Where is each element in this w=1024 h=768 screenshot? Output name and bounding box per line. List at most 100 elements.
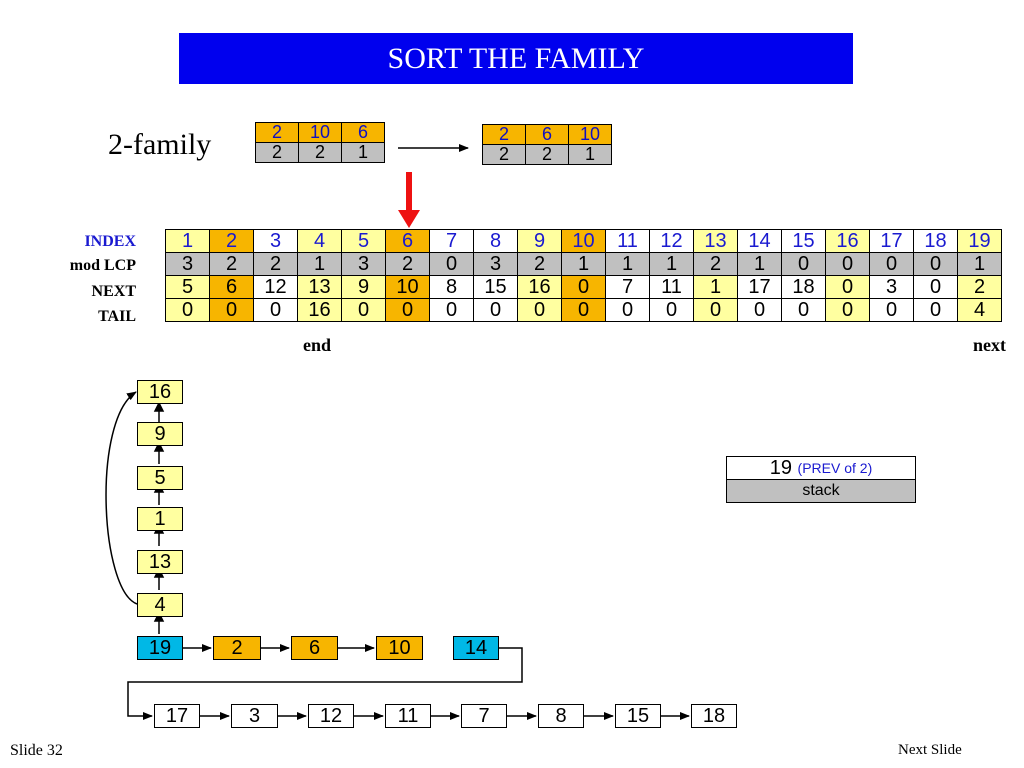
tail-cell: 0 [693, 298, 738, 322]
next-cell: 11 [649, 275, 694, 299]
next-cell: 3 [869, 275, 914, 299]
tail-cell: 4 [957, 298, 1002, 322]
index-cell: 19 [957, 229, 1002, 253]
tail-cell: 0 [825, 298, 870, 322]
index-cell: 6 [385, 229, 430, 253]
next-slide-link[interactable]: Next Slide [898, 742, 962, 758]
stack-note: (PREV of 2) [797, 460, 873, 476]
family-before-bottom-cell: 2 [298, 142, 342, 163]
chain-node: 16 [137, 380, 183, 404]
red-down-arrow-icon [398, 172, 420, 228]
lcp-cell: 2 [385, 252, 430, 276]
next-cell: 0 [561, 275, 606, 299]
chain-row1-node: 19 [137, 636, 183, 660]
row-label-next: NEXT [91, 283, 136, 300]
index-cell: 5 [341, 229, 386, 253]
row-label-lcp: mod LCP [69, 257, 136, 274]
chain-node: 13 [137, 550, 183, 574]
tail-cell: 0 [165, 298, 210, 322]
next-cell: 1 [693, 275, 738, 299]
slide-number: Slide 32 [10, 742, 63, 759]
stack-box: 19 (PREV of 2) stack [726, 456, 916, 503]
lcp-cell: 1 [605, 252, 650, 276]
tail-cell: 0 [341, 298, 386, 322]
chain-node: 9 [137, 422, 183, 446]
chain-row1-node: 2 [213, 636, 261, 660]
stack-value: 19 [769, 457, 792, 479]
lcp-cell: 1 [297, 252, 342, 276]
tail-cell: 0 [781, 298, 826, 322]
index-cell: 18 [913, 229, 958, 253]
next-cell: 16 [517, 275, 562, 299]
tail-cell: 0 [913, 298, 958, 322]
next-cell: 8 [429, 275, 474, 299]
family-after-top-cell: 10 [568, 124, 612, 145]
tail-row: 0 0 0 16 0 0 0 0 0 0 0 0 0 0 0 0 0 0 4 [165, 298, 1002, 322]
next-label: next [973, 335, 1006, 355]
next-cell: 5 [165, 275, 210, 299]
index-cell: 17 [869, 229, 914, 253]
row-label-tail: TAIL [98, 308, 136, 325]
next-cell: 15 [473, 275, 518, 299]
tail-cell: 0 [253, 298, 298, 322]
tail-cell: 0 [473, 298, 518, 322]
lcp-cell: 0 [781, 252, 826, 276]
index-cell: 2 [209, 229, 254, 253]
index-cell: 9 [517, 229, 562, 253]
index-cell: 14 [737, 229, 782, 253]
chain-node: 5 [137, 466, 183, 490]
wrap-connector [127, 647, 523, 720]
next-row: 5 6 12 13 9 10 8 15 16 0 7 11 1 17 18 0 … [165, 275, 1002, 299]
next-cell: 10 [385, 275, 430, 299]
slide-title-text: SORT THE FAMILY [387, 41, 645, 75]
tail-cell: 0 [517, 298, 562, 322]
next-cell: 13 [297, 275, 342, 299]
index-cell: 8 [473, 229, 518, 253]
tail-cell: 0 [429, 298, 474, 322]
chain-row1-node: 14 [453, 636, 499, 660]
lcp-cell: 0 [825, 252, 870, 276]
end-label: end [303, 335, 332, 355]
next-cell: 9 [341, 275, 386, 299]
lcp-row: 3 2 2 1 3 2 0 3 2 1 1 1 2 1 0 0 0 0 1 [165, 252, 1002, 276]
tail-cell: 0 [561, 298, 606, 322]
chain-row2-node: 8 [538, 704, 584, 728]
lcp-cell: 2 [209, 252, 254, 276]
chain-node: 4 [137, 593, 183, 617]
family-after-table: 2 6 10 2 2 1 [482, 124, 612, 165]
lcp-cell: 1 [649, 252, 694, 276]
lcp-cell: 3 [473, 252, 518, 276]
index-cell: 13 [693, 229, 738, 253]
next-cell: 0 [825, 275, 870, 299]
lcp-cell: 1 [957, 252, 1002, 276]
family-before-table: 2 10 6 2 2 1 [255, 122, 385, 163]
chain-row2-node: 15 [615, 704, 661, 728]
family-label: 2-family [108, 128, 212, 161]
next-cell: 6 [209, 275, 254, 299]
tail-cell: 0 [737, 298, 782, 322]
tail-cell: 0 [869, 298, 914, 322]
index-cell: 15 [781, 229, 826, 253]
family-after-bottom-cell: 1 [568, 144, 612, 165]
next-cell: 2 [957, 275, 1002, 299]
chain-row2-node: 7 [461, 704, 507, 728]
family-after-top-cell: 2 [482, 124, 526, 145]
family-after-bottom-cell: 2 [482, 144, 526, 165]
lcp-cell: 3 [341, 252, 386, 276]
next-cell: 7 [605, 275, 650, 299]
tail-cell: 0 [605, 298, 650, 322]
index-cell: 10 [561, 229, 606, 253]
stack-top: 19 (PREV of 2) [726, 456, 916, 480]
chain-row2-node: 3 [231, 704, 278, 728]
chain-row1-node: 10 [376, 636, 423, 660]
lcp-cell: 2 [693, 252, 738, 276]
lcp-cell: 0 [429, 252, 474, 276]
index-cell: 7 [429, 229, 474, 253]
lcp-cell: 3 [165, 252, 210, 276]
tail-cell: 0 [385, 298, 430, 322]
tail-cell: 16 [297, 298, 342, 322]
chain-row2-node: 12 [308, 704, 354, 728]
lcp-cell: 0 [913, 252, 958, 276]
lcp-cell: 0 [869, 252, 914, 276]
chain-node: 1 [137, 507, 183, 531]
